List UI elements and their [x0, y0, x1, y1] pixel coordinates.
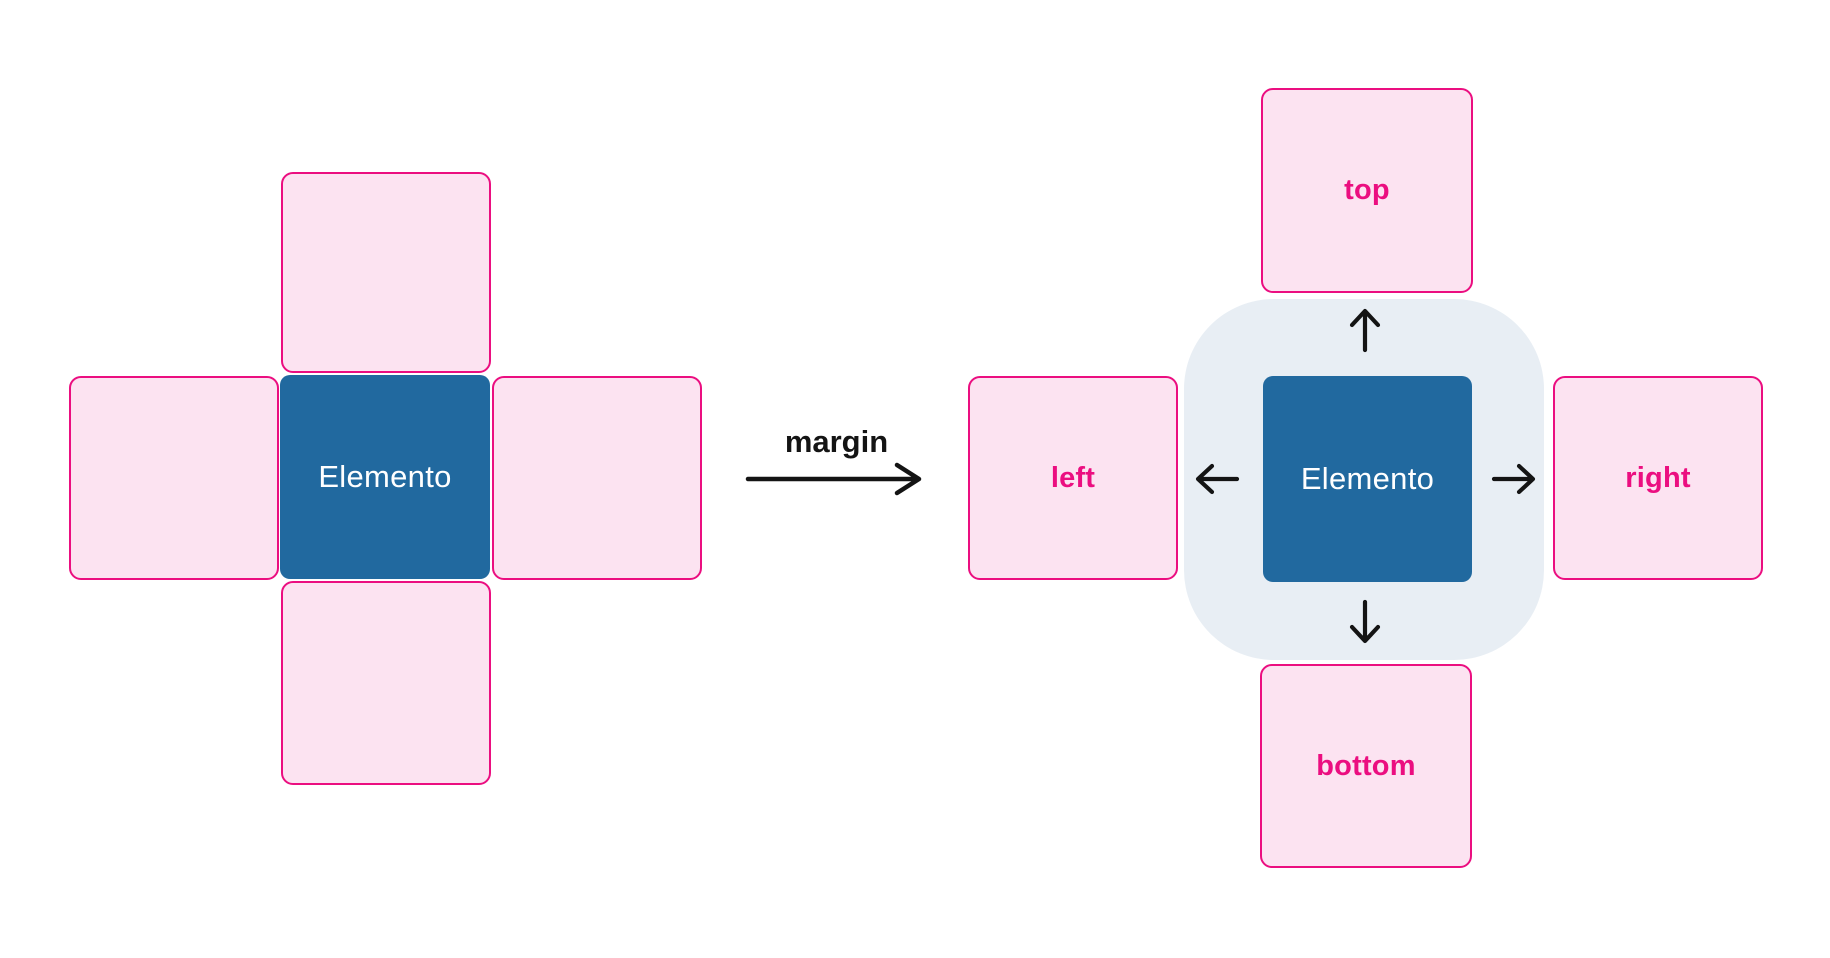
margin-label: margin: [784, 424, 889, 459]
element-box: Elemento: [280, 375, 490, 579]
arrow-up-icon: [1347, 306, 1383, 354]
element-label: Elemento: [318, 459, 452, 494]
margin-box-left: left: [968, 376, 1178, 580]
element-box-with-margin: Elemento: [1263, 376, 1472, 582]
neighbor-box-right: [492, 376, 702, 580]
arrow-down-icon: [1347, 598, 1383, 646]
neighbor-box-bottom: [281, 581, 491, 785]
element-label: Elemento: [1300, 461, 1435, 496]
neighbor-box-left: [69, 376, 279, 580]
margin-box-right-label: right: [1625, 461, 1691, 494]
margin-box-bottom-label: bottom: [1316, 749, 1416, 782]
margin-box-left-label: left: [1050, 461, 1096, 494]
arrow-right-icon: [1490, 461, 1538, 497]
margin-box-top: top: [1261, 88, 1473, 293]
margin-box-top-label: top: [1344, 174, 1390, 206]
margin-arrow-right-icon: [744, 459, 929, 499]
margin-box-bottom: bottom: [1260, 664, 1472, 868]
neighbor-box-top: [281, 172, 491, 373]
margin-box-right: right: [1553, 376, 1763, 580]
arrow-left-icon: [1193, 461, 1241, 497]
